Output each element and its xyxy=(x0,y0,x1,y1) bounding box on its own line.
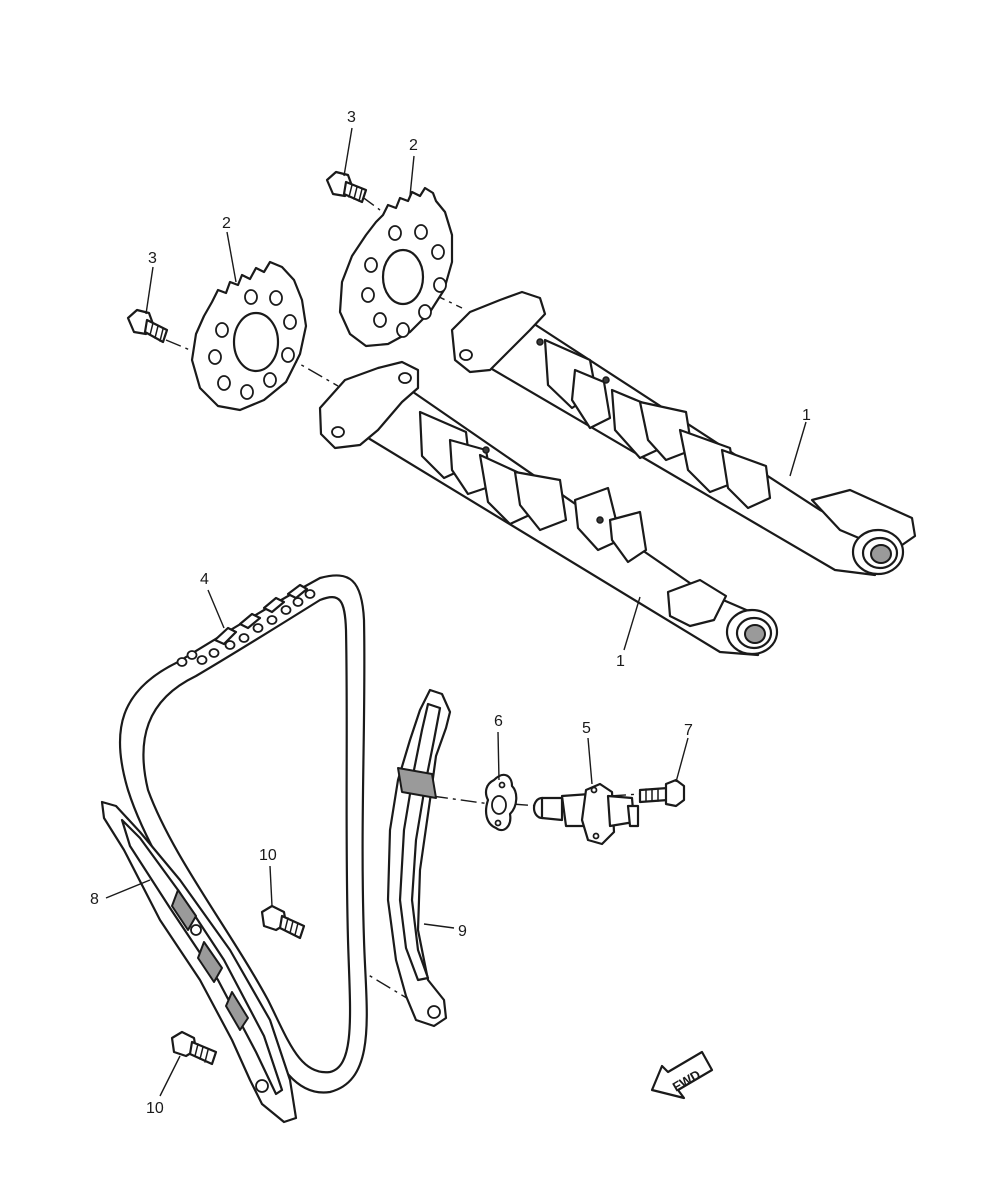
chain-tensioner xyxy=(532,782,640,846)
guide-bolt-lower xyxy=(170,1030,218,1066)
callout-tensioner: 5 xyxy=(582,720,591,737)
chain-links xyxy=(176,583,316,667)
fwd-arrow-icon: FWD xyxy=(650,1050,714,1100)
sprocket-front-holes xyxy=(208,289,297,400)
callout-sprocket-rear: 2 xyxy=(409,137,418,154)
camshaft-front xyxy=(318,360,779,657)
callout-bolt-rear: 3 xyxy=(347,109,356,126)
callout-labels: 3 2 2 3 1 1 4 6 5 7 8 9 10 10 xyxy=(90,109,811,1117)
chain-guide-intake xyxy=(386,688,452,1028)
callout-bolt-front: 3 xyxy=(148,250,157,267)
sprocket-rear-holes xyxy=(361,224,447,338)
callout-guide-bolt-upper: 10 xyxy=(259,847,277,864)
gasket xyxy=(484,773,518,832)
callout-sprocket-front: 2 xyxy=(222,215,231,232)
callout-tensioner-bolt: 7 xyxy=(684,722,693,739)
callout-guide-intake: 9 xyxy=(458,923,467,940)
sprocket-rear xyxy=(338,186,454,348)
camshaft-rear xyxy=(450,290,917,577)
callout-guide-exhaust: 8 xyxy=(90,891,99,908)
leader-lines xyxy=(105,127,807,1097)
callout-camshaft-rear: 1 xyxy=(802,407,811,424)
timing-chain xyxy=(118,574,368,1094)
chain-guide-exhaust xyxy=(100,800,298,1124)
bolt-rear xyxy=(325,170,368,204)
callout-timing-chain: 4 xyxy=(200,571,209,588)
tensioner-bolt xyxy=(638,778,686,808)
callout-gasket: 6 xyxy=(494,713,503,730)
callout-camshaft-front: 1 xyxy=(616,653,625,670)
sprocket-front xyxy=(190,260,308,412)
callout-guide-bolt-lower: 10 xyxy=(146,1100,164,1117)
bolt-front xyxy=(126,308,169,344)
